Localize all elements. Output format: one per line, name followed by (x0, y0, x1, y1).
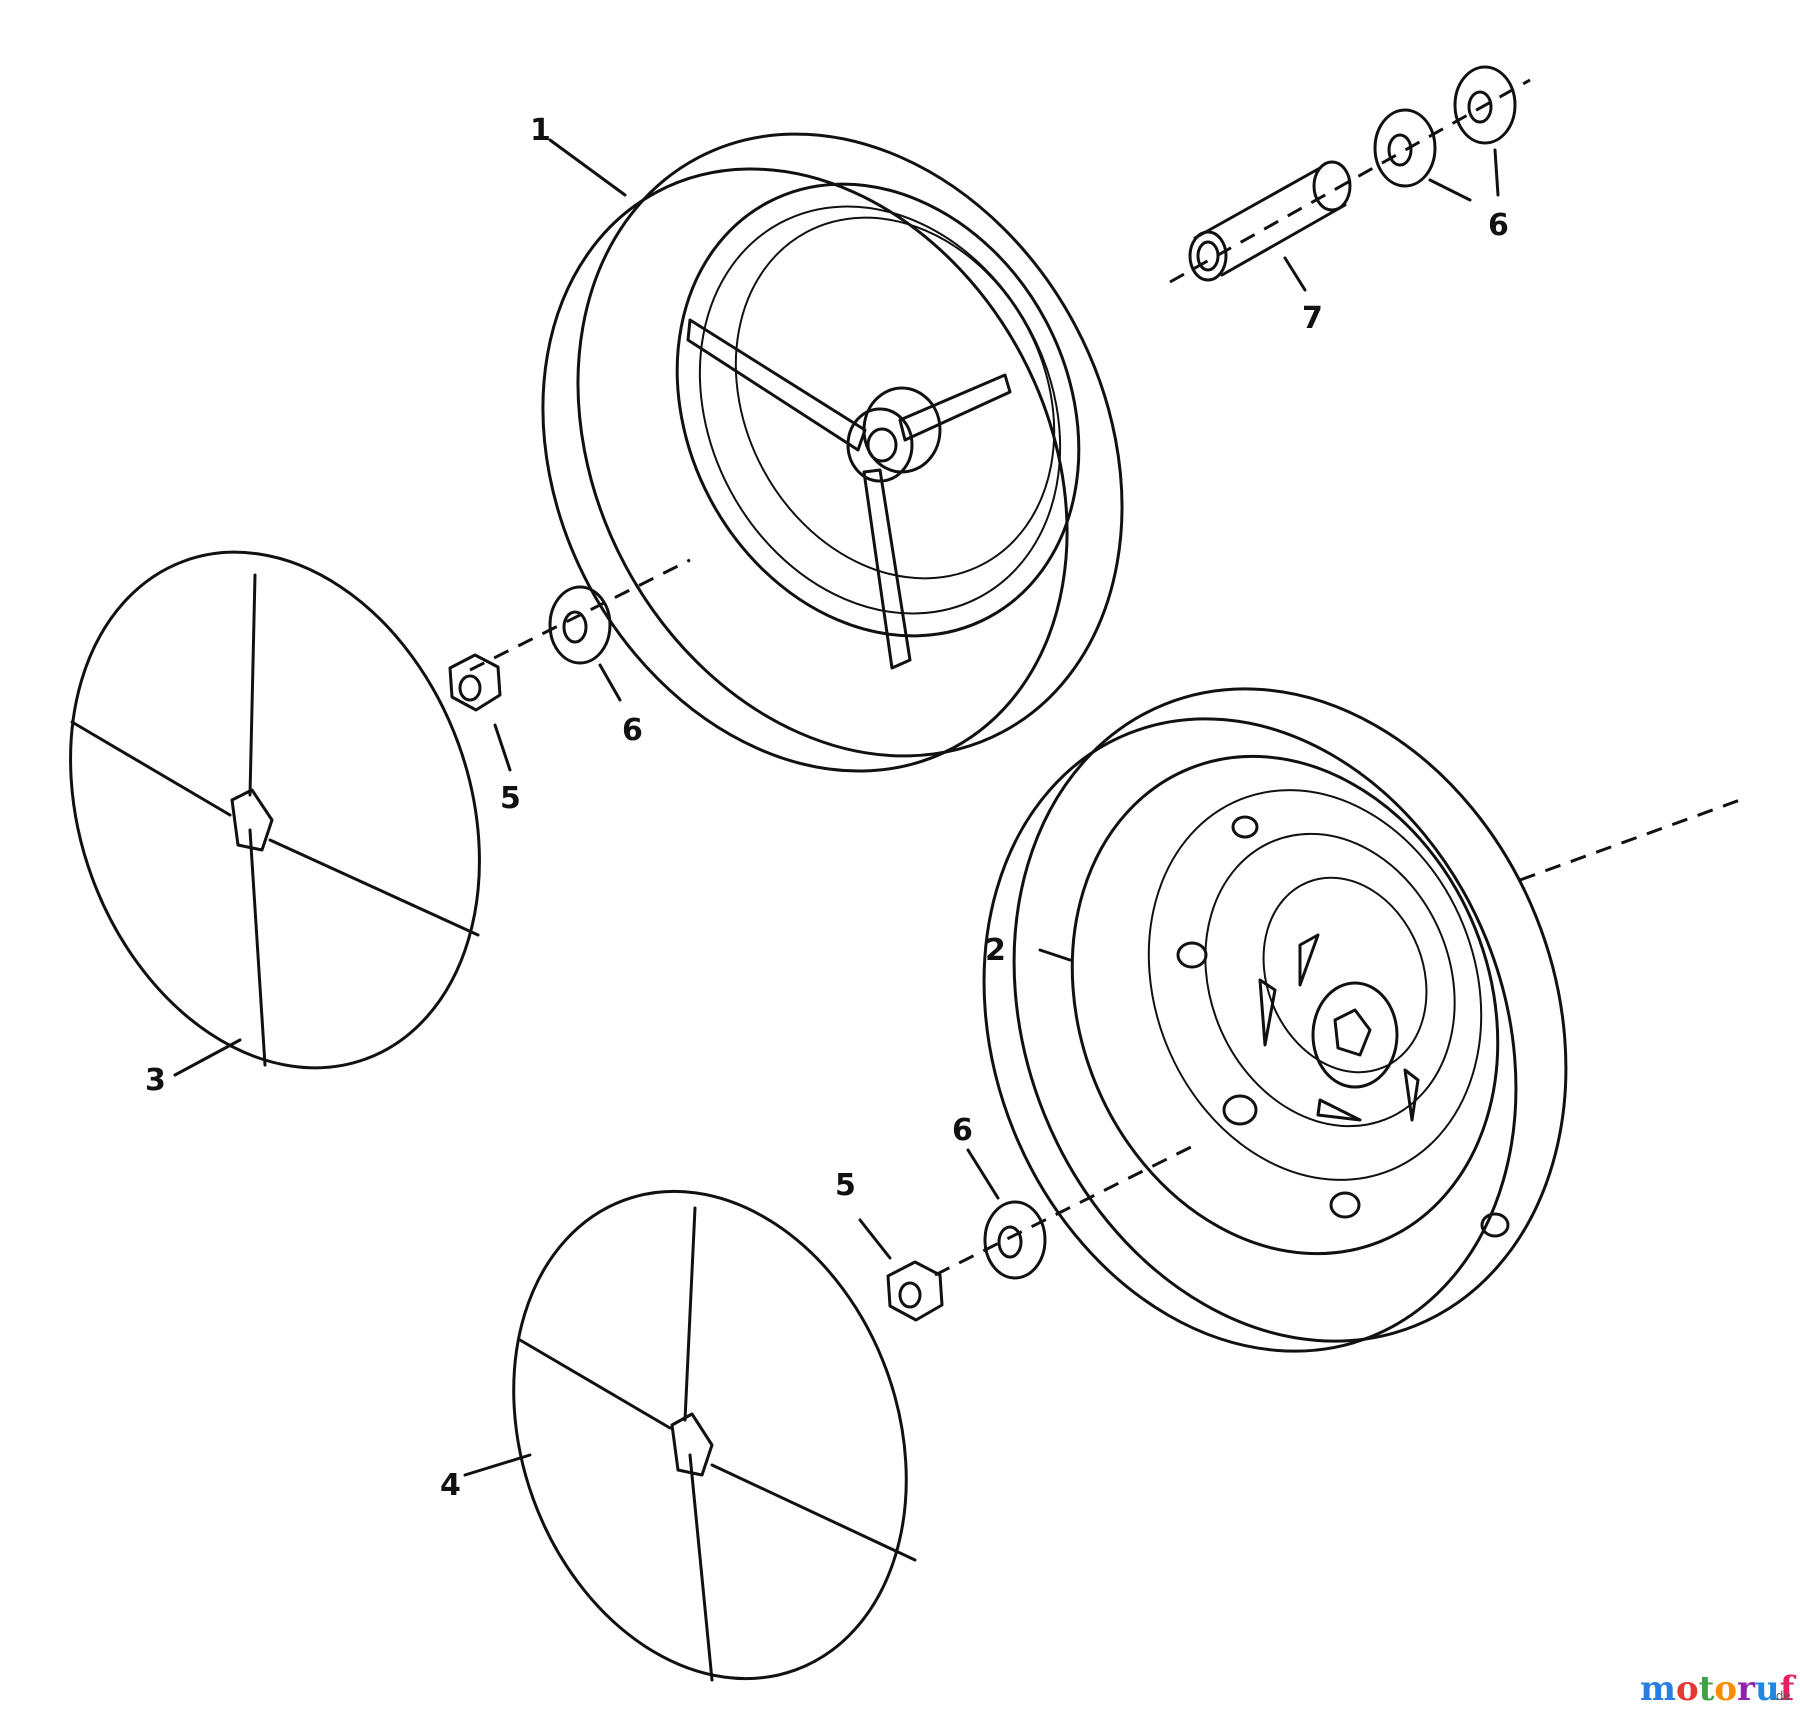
axle-line-upper (1169, 78, 1531, 284)
wheel-1-spoke-bottom (862, 468, 912, 670)
nut-hole (898, 1281, 922, 1309)
leader-5-lower (858, 1218, 892, 1260)
wheel-2-bump (1329, 1191, 1361, 1219)
wheel-2-tread-back (1012, 687, 1568, 1343)
washer-outer (1373, 108, 1437, 188)
nut-5-mid (448, 653, 502, 712)
wheel-1-rim-inner (698, 205, 1062, 615)
nut-hex (886, 1260, 944, 1322)
leader-6-upper-a (1428, 178, 1472, 202)
wheel-1-tread-back (576, 132, 1124, 758)
washer-hole (562, 610, 588, 644)
callout-6-lower: 6 (952, 1113, 973, 1148)
axle-line-lower-front (934, 1143, 1196, 1277)
callout-1: 1 (530, 113, 551, 148)
spacer-tube-7 (1188, 160, 1352, 282)
washer-outer (983, 1200, 1047, 1280)
washer-hole (997, 1225, 1023, 1259)
wheel-2-bump (1176, 941, 1208, 969)
leader-6-upper-b (1493, 148, 1500, 197)
wheel-2-rim (1070, 754, 1500, 1256)
callout-5-lower: 5 (835, 1168, 856, 1203)
wheel-2-slots (1258, 933, 1420, 1122)
leader-3 (173, 1038, 242, 1077)
wheel-2-disc-mid (1204, 832, 1456, 1128)
wheel-1 (541, 132, 1124, 773)
callout-6-mid: 6 (622, 713, 643, 748)
watermark-letter: u (1755, 1669, 1780, 1709)
callout-2: 2 (985, 933, 1006, 968)
hub-cap-4 (512, 1189, 917, 1682)
callout-5-mid: 5 (500, 781, 521, 816)
hub-cap-3-face (69, 550, 481, 1070)
leader-6-lower (966, 1148, 1000, 1200)
axle-line-lower-back (1519, 798, 1741, 882)
wheel-1-rim-outer (675, 182, 1081, 638)
washer-hole (1467, 90, 1493, 124)
leader-2 (1038, 948, 1072, 962)
nut-hex (448, 653, 502, 712)
spacer-tube-end-front (1188, 230, 1228, 282)
watermark-letter: t (1699, 1669, 1715, 1709)
wheel-2-hub-bore (1333, 1008, 1372, 1057)
spacer-tube-end-back (1312, 160, 1352, 212)
callout-6-upper: 6 (1488, 208, 1509, 243)
washer-6-mid (548, 585, 612, 665)
wheel-2-bump (1480, 1212, 1510, 1238)
leader-1 (548, 138, 627, 197)
hub-cap-4-center (670, 1412, 714, 1477)
wheel-1-spoke-right (898, 373, 1012, 442)
leader-lines (173, 138, 1500, 1477)
wheel-2-bump (1222, 1094, 1258, 1126)
nut-5-lower (886, 1260, 944, 1322)
leader-6-mid (598, 663, 622, 702)
washer-hole (1387, 133, 1413, 167)
wheel-1-hub-face (846, 407, 914, 483)
callout-4: 4 (440, 1468, 461, 1503)
washer-6-upper-a (1373, 108, 1437, 188)
watermark-letter: m (1640, 1669, 1676, 1709)
washer-6-upper-b (1453, 65, 1517, 145)
wheel-1-spoke-left (686, 318, 867, 452)
hub-cap-3-ribs (70, 573, 480, 1067)
washer-outer (548, 585, 612, 665)
wheel-2-disc-inner (1262, 876, 1428, 1074)
leader-7 (1283, 256, 1307, 292)
hub-cap-4-ribs (518, 1206, 917, 1682)
watermark-letter: f (1780, 1669, 1797, 1709)
watermark-letter: o (1676, 1669, 1699, 1709)
watermark-letter: r (1737, 1669, 1756, 1709)
wheel-2-hub (1311, 981, 1399, 1089)
leader-4 (463, 1453, 532, 1477)
leader-5-mid (493, 723, 512, 772)
nut-hole (458, 674, 482, 702)
watermark-letter: o (1714, 1669, 1737, 1709)
wheel-2-tread-front (982, 717, 1518, 1353)
hub-cap-3 (69, 550, 481, 1070)
watermark-tld: .de (1772, 1689, 1791, 1703)
washer-outer (1453, 65, 1517, 145)
hub-cap-3-center (230, 788, 274, 852)
watermark-logo: motoruf .de (1640, 1669, 1797, 1709)
wheel-2-disc-outer (1147, 789, 1483, 1181)
spacer-tube-bore (1196, 240, 1220, 272)
wheel-1-rim-recess (734, 216, 1056, 580)
wheel-2 (982, 687, 1568, 1353)
callout-3: 3 (145, 1063, 166, 1098)
wheel-1-tread-front (541, 167, 1069, 773)
wheel-2-bump (1231, 815, 1259, 839)
watermark-text: motoruf (1640, 1669, 1797, 1709)
callout-7: 7 (1302, 301, 1323, 336)
washer-6-lower (983, 1200, 1047, 1280)
spacer-tube-body (1193, 166, 1347, 277)
hub-cap-4-face (512, 1189, 908, 1681)
wheel-1-hub-bore (866, 427, 898, 463)
